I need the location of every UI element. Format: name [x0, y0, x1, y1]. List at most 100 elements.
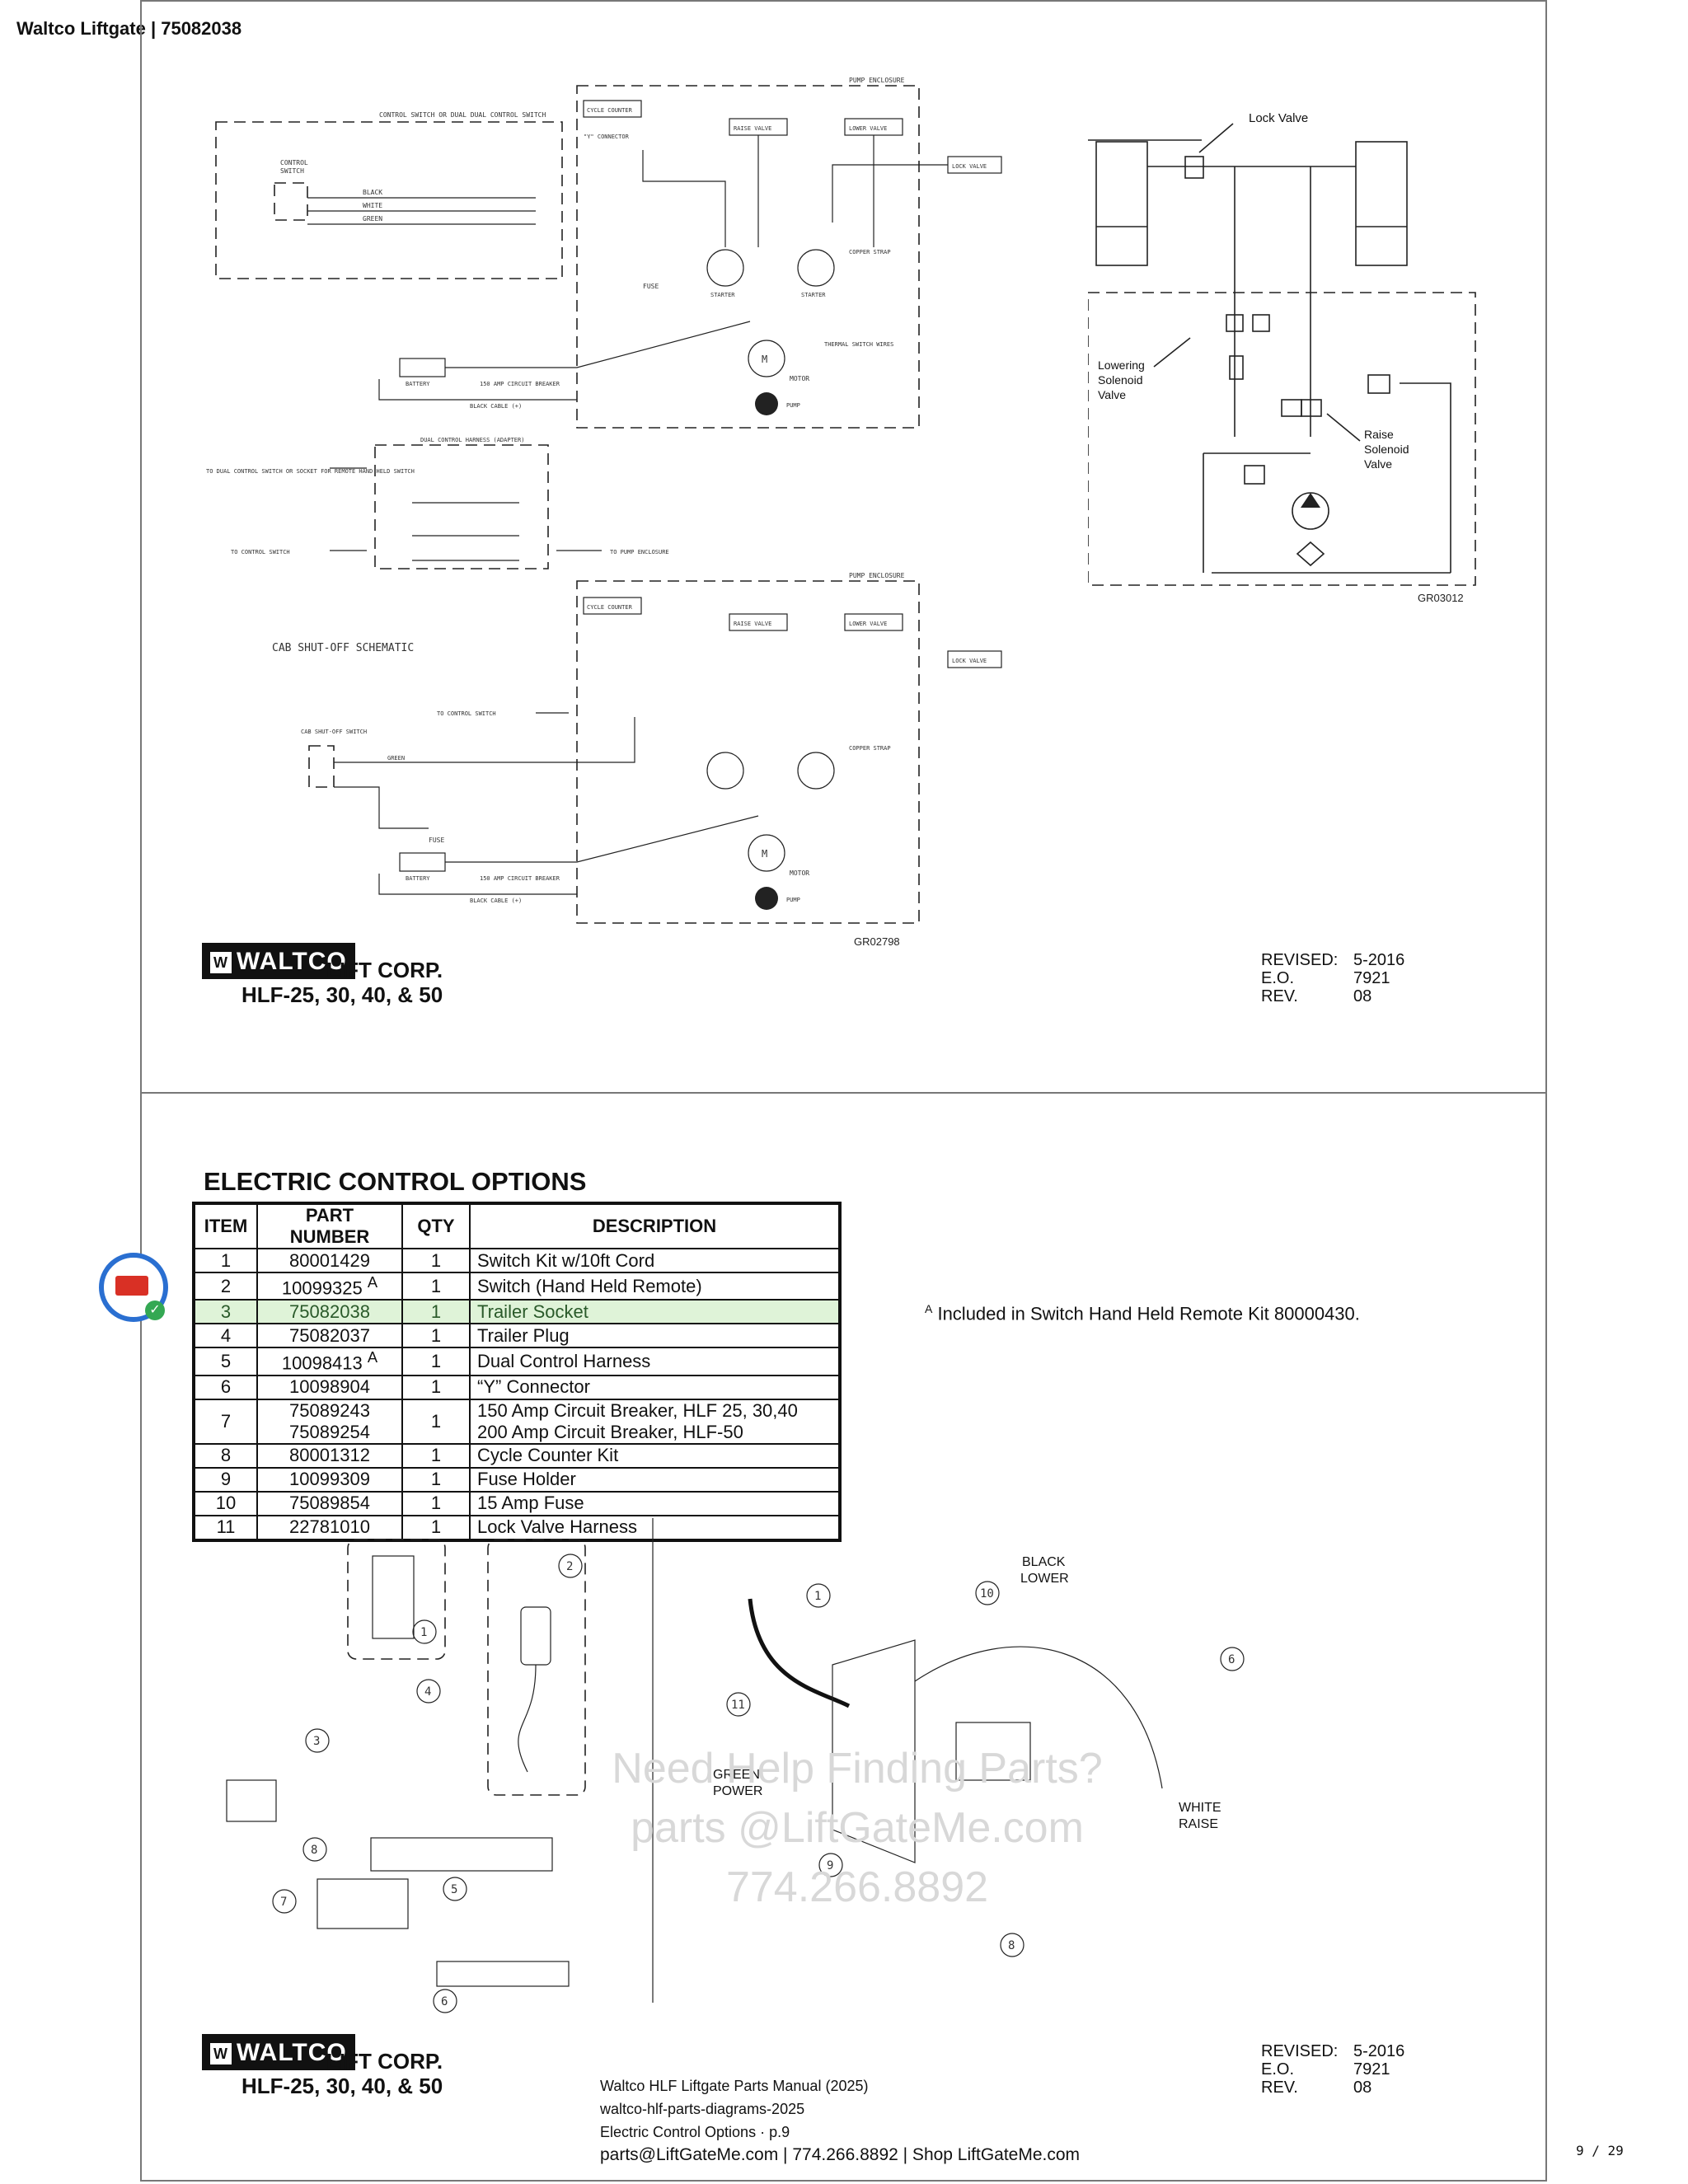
svg-text:LOWER VALVE: LOWER VALVE	[849, 621, 887, 627]
svg-text:7: 7	[280, 1896, 287, 1909]
svg-text:8: 8	[311, 1844, 317, 1857]
svg-text:CYCLE COUNTER: CYCLE COUNTER	[587, 604, 633, 611]
wiring-schematic: CONTROL SWITCH OR DUAL DUAL CONTROL SWIT…	[206, 77, 1002, 924]
svg-text:10: 10	[980, 1587, 994, 1601]
svg-text:THERMAL SWITCH WIRES: THERMAL SWITCH WIRES	[824, 341, 893, 348]
waltco-badge-icon: W	[210, 2043, 232, 2065]
callout-8	[302, 1837, 327, 1862]
svg-text:Valve: Valve	[1098, 388, 1126, 401]
callout-6b	[1220, 1647, 1245, 1671]
svg-text:COPPER STRAP: COPPER STRAP	[849, 249, 891, 255]
svg-text:BATTERY: BATTERY	[406, 875, 430, 882]
svg-text:BLACK: BLACK	[363, 189, 382, 196]
svg-text:"Y" CONNECTOR: "Y" CONNECTOR	[584, 134, 630, 140]
callout-9	[818, 1853, 843, 1877]
callout-7	[272, 1889, 297, 1914]
svg-text:BLACK CABLE (+): BLACK CABLE (+)	[470, 898, 522, 904]
footnote: A Included in Switch Hand Held Remote Ki…	[925, 1302, 1360, 1324]
svg-text:STARTER: STARTER	[710, 292, 735, 298]
svg-text:SWITCH: SWITCH	[280, 167, 304, 175]
svg-text:11: 11	[731, 1699, 745, 1712]
hydraulic-schematic: Lock Valve Lowering Solenoid Valve Raise…	[1088, 111, 1476, 586]
callout-11	[726, 1692, 751, 1717]
lift-corp-label-bottom: LIFT CORP.	[326, 2049, 443, 2074]
svg-text:PUMP ENCLOSURE: PUMP ENCLOSURE	[849, 572, 905, 579]
callout-10	[975, 1581, 1000, 1605]
revision-block: REVISED:5-2016 E.O.7921 REV.08	[1261, 951, 1405, 1005]
svg-text:PUMP: PUMP	[786, 897, 800, 903]
drawing-number-right: GR03012	[1418, 592, 1464, 604]
svg-text:COPPER STRAP: COPPER STRAP	[849, 745, 891, 752]
svg-text:9: 9	[827, 1859, 833, 1872]
page-indicator: 9 / 29	[1576, 2143, 1624, 2158]
cab-shutoff-title: CAB SHUT-OFF SCHEMATIC	[272, 642, 414, 654]
svg-text:Solenoid: Solenoid	[1098, 373, 1143, 387]
document-title: Waltco Liftgate | 75082038	[16, 18, 242, 39]
section-page: Electric Control Options · p.9	[600, 2124, 790, 2140]
section-title: ELECTRIC CONTROL OPTIONS	[204, 1167, 587, 1196]
svg-text:4: 4	[424, 1685, 431, 1699]
lock-valve-label: Lock Valve	[1249, 111, 1308, 125]
svg-text:GREEN: GREEN	[363, 215, 382, 223]
svg-text:GREEN: GREEN	[713, 1768, 760, 1782]
svg-text:WHITE: WHITE	[1179, 1801, 1221, 1815]
svg-text:PUMP: PUMP	[786, 402, 800, 409]
svg-text:LOCK VALVE: LOCK VALVE	[952, 163, 987, 170]
svg-text:CONTROL: CONTROL	[280, 159, 308, 166]
svg-text:150 AMP CIRCUIT BREAKER: 150 AMP CIRCUIT BREAKER	[480, 381, 560, 387]
svg-text:8: 8	[1008, 1939, 1015, 1952]
page-divider	[140, 1092, 1547, 1094]
page-frame	[140, 0, 1547, 2182]
pump-enclosure-label: PUMP ENCLOSURE	[849, 77, 905, 84]
svg-text:RAISE VALVE: RAISE VALVE	[734, 621, 771, 627]
svg-text:RAISE VALVE: RAISE VALVE	[734, 125, 771, 132]
svg-text:150 AMP CIRCUIT BREAKER: 150 AMP CIRCUIT BREAKER	[480, 875, 560, 882]
callout-1b	[806, 1583, 831, 1608]
manual-title: Waltco HLF Liftgate Parts Manual (2025)	[600, 2078, 869, 2094]
svg-text:1: 1	[420, 1626, 427, 1639]
svg-text:TO CONTROL SWITCH: TO CONTROL SWITCH	[231, 549, 290, 555]
callout-5	[443, 1877, 467, 1901]
contact-links[interactable]: parts@LiftGateMe.com | 774.266.8892 | Sh…	[600, 2145, 1081, 2164]
svg-text:TO CONTROL SWITCH: TO CONTROL SWITCH	[437, 710, 496, 717]
col-description: DESCRIPTION	[469, 1202, 841, 1249]
footer-info: Waltco HLF Liftgate Parts Manual (2025) …	[600, 2074, 1080, 2167]
svg-text:2: 2	[566, 1560, 573, 1573]
svg-text:FUSE: FUSE	[429, 837, 444, 844]
svg-text:Valve: Valve	[1364, 457, 1392, 471]
col-item: ITEM	[193, 1202, 258, 1249]
col-part-number: PART NUMBER	[256, 1202, 403, 1249]
revision-block-bottom: REVISED:5-2016 E.O.7921 REV.08	[1261, 2042, 1405, 2097]
svg-text:FUSE: FUSE	[643, 283, 659, 290]
watermark: Need Help Finding Parts? parts @LiftGate…	[612, 1745, 1103, 1911]
control-switch-label: CONTROL SWITCH OR DUAL DUAL CONTROL SWIT…	[379, 111, 546, 119]
svg-text:Raise: Raise	[1364, 428, 1394, 441]
parts-illustration: 1 2 3 4 5 6 7 8 1 10 6 11 9 8 BLACK LOWE…	[226, 1518, 1245, 2013]
callout-6	[433, 1989, 457, 2013]
lift-corp-label: LIFT CORP.	[326, 958, 443, 982]
models-label: HLF-25, 30, 40, & 50	[241, 982, 443, 1007]
manual-slug: waltco-hlf-parts-diagrams-2025	[600, 2101, 805, 2117]
svg-text:CAB SHUT-OFF SWITCH: CAB SHUT-OFF SWITCH	[301, 729, 367, 735]
svg-text:DUAL CONTROL HARNESS (ADAPTER): DUAL CONTROL HARNESS (ADAPTER)	[420, 437, 524, 443]
callout-4	[416, 1679, 441, 1704]
drawing-number-left: GR02798	[854, 935, 900, 948]
svg-text:POWER: POWER	[713, 1784, 762, 1798]
svg-text:STARTER: STARTER	[801, 292, 826, 298]
delivery-truck-icon[interactable]: ✓	[99, 1253, 168, 1322]
svg-text:LOWER: LOWER	[1020, 1572, 1069, 1586]
callout-1	[412, 1619, 437, 1644]
svg-text:WHITE: WHITE	[363, 202, 382, 209]
svg-text:LOCK VALVE: LOCK VALVE	[952, 658, 987, 664]
callout-8b	[1000, 1933, 1025, 1957]
svg-text:GREEN: GREEN	[387, 755, 405, 762]
